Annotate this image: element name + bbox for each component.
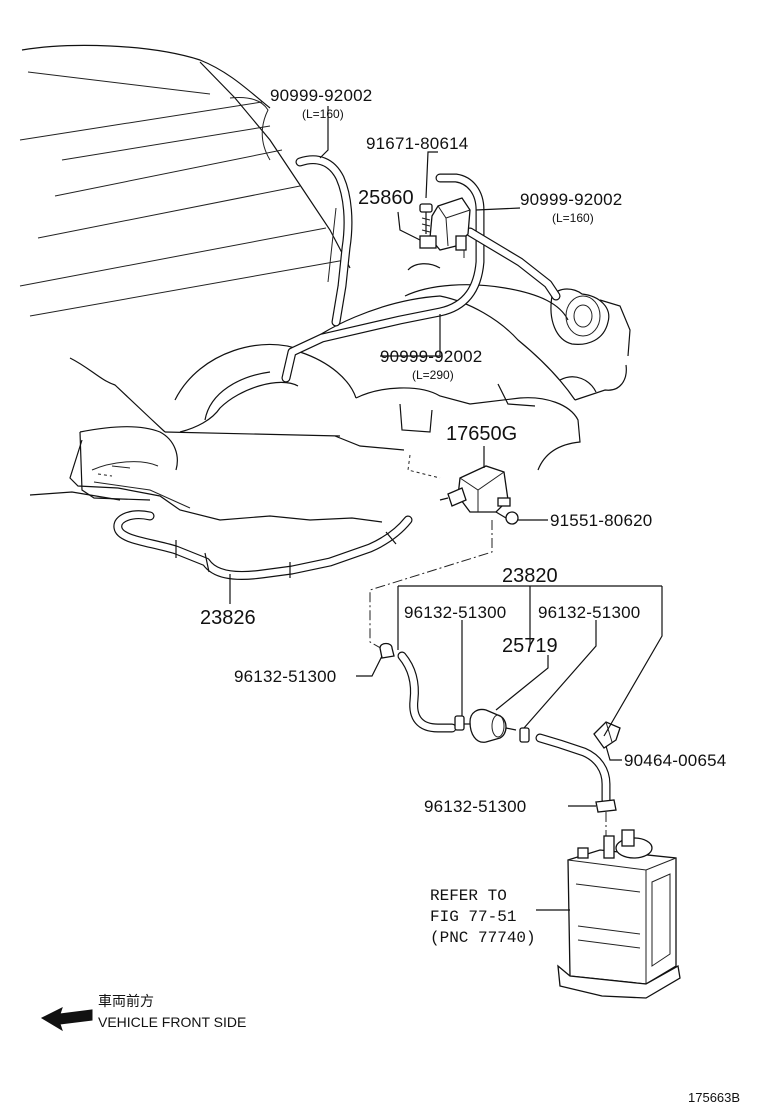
labels: 90999-92002 (L=160) 91671-80614 25860 90… [200, 86, 726, 947]
label-clip: 90464-00654 [624, 751, 726, 770]
label-hose-lower-left: 23826 [200, 607, 256, 629]
filter-25719-icon [464, 708, 517, 743]
leader-lines [229, 106, 663, 911]
clamp-a-icon [454, 715, 465, 731]
direction-english: VEHICLE FRONT SIDE [98, 1014, 246, 1030]
hoses [113, 155, 611, 852]
label-clamp-b: 96132-51300 [538, 603, 640, 622]
label-hose-top-left-length: (L=160) [302, 107, 344, 121]
clip-90464-icon [593, 721, 621, 749]
label-canister-ref-1: REFER TO [430, 887, 507, 905]
clamp-left-icon [379, 642, 395, 659]
hose-top-right [465, 227, 561, 301]
direction-japanese: 車両前方 [98, 993, 154, 1009]
arrow-left-icon [40, 1007, 93, 1032]
label-hose-top-right-length: (L=160) [552, 211, 594, 225]
label-hose-top-left: 90999-92002 [270, 86, 372, 105]
clamp-b-icon [519, 727, 530, 743]
figure-code: 175663B [688, 1090, 740, 1105]
label-canister-ref-2: FIG 77-51 [430, 908, 516, 926]
label-hose-assy: 23820 [502, 565, 558, 587]
direction-indicator: 車両前方 VEHICLE FRONT SIDE [40, 993, 246, 1032]
bolt-91671-icon [419, 203, 433, 234]
clamp-bottom-icon [595, 799, 617, 813]
label-clamp-a: 96132-51300 [404, 603, 506, 622]
vsv-25860-icon [419, 197, 471, 258]
bolt-91551-icon [495, 511, 519, 525]
hose-filter-left [397, 651, 457, 733]
label-bolt-mid: 91551-80620 [550, 511, 652, 530]
label-vsv-purge: 17650G [446, 423, 517, 445]
label-filter: 25719 [502, 635, 558, 657]
label-clamp-bottom: 96132-51300 [424, 797, 526, 816]
label-hose-top-right: 90999-92002 [520, 190, 622, 209]
hose-top-left [295, 155, 353, 327]
label-hose-mid: 90999-92002 [380, 347, 482, 366]
label-canister-ref-3: (PNC 77740) [430, 929, 536, 947]
hose-mid [281, 173, 485, 383]
label-bolt-top: 91671-80614 [366, 134, 468, 153]
hose-lower-left [113, 510, 413, 580]
label-hose-mid-length: (L=290) [412, 368, 454, 382]
label-vsv-top: 25860 [358, 187, 414, 209]
canister-icon [557, 829, 681, 999]
label-clamp-left: 96132-51300 [234, 667, 336, 686]
vsv-17650g-icon [439, 465, 511, 513]
hose-filter-right [535, 733, 611, 805]
